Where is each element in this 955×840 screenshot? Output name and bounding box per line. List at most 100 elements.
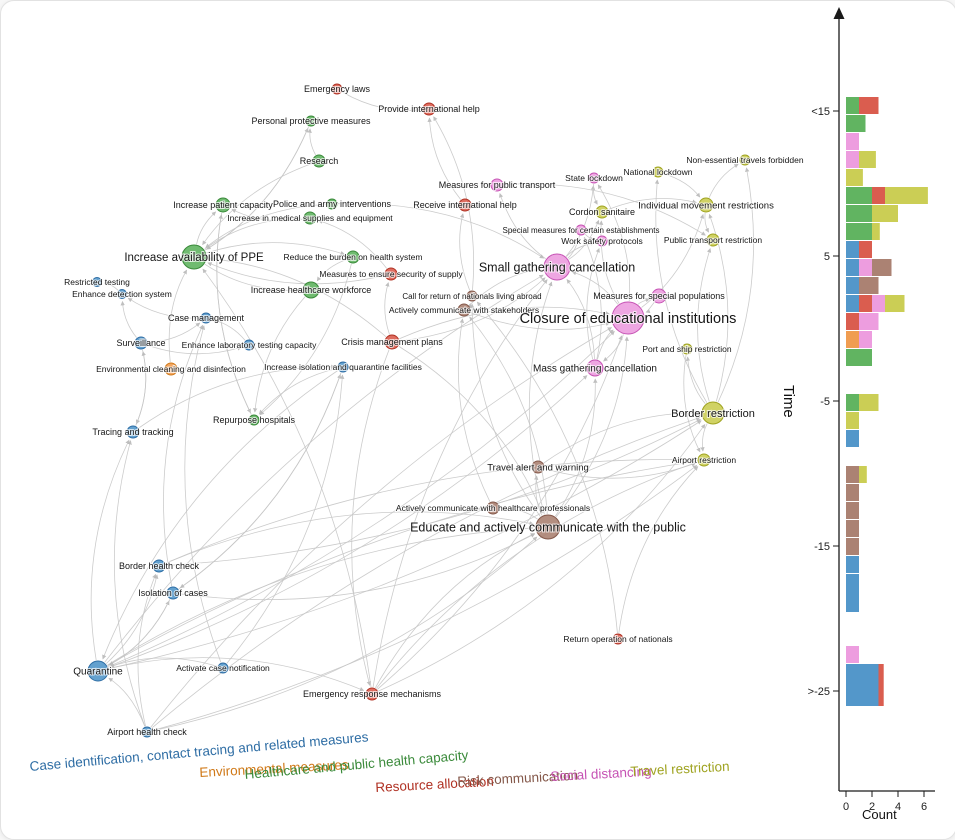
edge xyxy=(204,127,309,251)
node-measures-for-public-transport xyxy=(490,178,504,192)
histogram-bar-segment-risk xyxy=(872,259,892,276)
histogram-bar-segment-social xyxy=(846,133,859,150)
edge xyxy=(470,312,611,330)
edge xyxy=(584,233,595,242)
edge xyxy=(566,241,595,257)
node-label-case-management: Case management xyxy=(168,313,245,323)
edge xyxy=(427,117,461,200)
node-label-border-health-check: Border health check xyxy=(119,561,200,571)
edge xyxy=(179,372,342,589)
edge xyxy=(163,324,204,587)
node-label-small-gathering-cancellation: Small gathering cancellation xyxy=(479,261,635,275)
edge xyxy=(637,298,650,305)
edge xyxy=(151,416,701,729)
node-travel-alert-and-warning xyxy=(531,460,545,474)
edge xyxy=(150,327,613,728)
node-research xyxy=(312,154,326,168)
edge xyxy=(608,198,697,210)
node-label-reduce-the-burden-on-health-system: Reduce the burden on health system xyxy=(284,252,423,262)
node-label-environmental-cleaning-and-disinfection: Environmental cleaning and disinfection xyxy=(96,364,246,374)
edge xyxy=(704,212,709,233)
node-border-health-check xyxy=(152,559,166,573)
edge xyxy=(196,211,217,245)
edge xyxy=(205,203,327,248)
edge xyxy=(717,167,754,403)
node-special-measures-for-certain-establishments xyxy=(575,224,587,236)
node-enhance-laboratory-testing-capacity xyxy=(243,339,255,351)
node-label-research: Research xyxy=(300,156,339,166)
edge xyxy=(351,349,390,686)
edge xyxy=(259,263,352,416)
histogram-bar-segment-risk xyxy=(846,502,859,519)
edge xyxy=(206,242,345,256)
edge xyxy=(341,91,421,113)
histogram-bar-segment-travel xyxy=(859,394,879,411)
node-label-individual-movement-restrictions: Individual movement restrictions xyxy=(638,200,774,211)
edge xyxy=(202,162,313,246)
histogram-bar-segment-case xyxy=(846,277,859,294)
edge xyxy=(697,248,712,402)
node-individual-movement-restrictions xyxy=(698,197,714,213)
node-closure-of-educational-institutions xyxy=(611,301,645,335)
edge xyxy=(207,262,385,285)
node-activate-case-notification xyxy=(217,662,229,674)
edge xyxy=(543,410,700,464)
edge xyxy=(377,335,623,690)
edge xyxy=(592,183,598,205)
count-tick-label: 0 xyxy=(843,801,849,813)
edge xyxy=(147,344,242,355)
histogram-layer xyxy=(846,97,928,706)
edge xyxy=(457,318,491,502)
node-label-airport-restriction: Airport restriction xyxy=(672,455,737,465)
edge xyxy=(137,573,157,727)
histogram-bar-segment-case xyxy=(846,241,859,258)
node-airport-health-check xyxy=(141,726,153,738)
node-emergency-laws xyxy=(331,83,343,95)
node-label-enhance-laboratory-testing-capacity: Enhance laboratory testing capacity xyxy=(182,340,317,350)
histogram-bar-segment-travel xyxy=(885,187,928,204)
edge xyxy=(544,462,697,479)
edge xyxy=(469,316,548,515)
edge xyxy=(469,303,541,517)
node-label-personal-protective-measures: Personal protective measures xyxy=(251,116,371,126)
edge xyxy=(206,126,310,250)
node-receive-international-help xyxy=(458,198,472,212)
histogram-bar-segment-social xyxy=(859,259,872,276)
edge xyxy=(583,236,602,360)
node-label-surveillance: Surveillance xyxy=(116,338,165,348)
histogram-bar-segment-health xyxy=(846,394,859,411)
edge xyxy=(105,574,159,664)
edge xyxy=(107,330,615,668)
node-label-special-measures-for-certain-establishments: Special measures for certain establishme… xyxy=(503,226,660,235)
node-label-actively-communicate-with-stakeholders: Actively communicate with stakeholders xyxy=(389,305,539,315)
edge xyxy=(378,423,706,692)
edge xyxy=(603,334,624,362)
histogram-bar-segment-health xyxy=(846,187,872,204)
node-airport-restriction xyxy=(697,453,711,467)
histogram-bar-segment-travel xyxy=(872,223,880,240)
node-label-non-essential-travels-forbidden: Non-essential travels forbidden xyxy=(686,155,803,165)
edge xyxy=(204,215,302,250)
edge xyxy=(165,511,534,564)
histogram-bar-segment-resource xyxy=(859,295,872,312)
histogram-bar-segment-resource xyxy=(878,664,884,706)
histogram-bar-segment-health xyxy=(846,97,859,114)
edge xyxy=(120,300,137,338)
node-label-emergency-laws: Emergency laws xyxy=(304,84,371,94)
node-layer xyxy=(87,83,751,738)
node-restricted-testing xyxy=(92,277,102,287)
node-provide-international-help xyxy=(422,102,436,116)
histogram-bar-segment-risk xyxy=(846,484,859,501)
edge xyxy=(597,184,631,302)
edge xyxy=(586,247,600,360)
node-increase-patient-capacity xyxy=(215,197,231,213)
edge xyxy=(597,329,614,360)
node-label-measures-to-ensure-security-of-supply: Measures to ensure security of supply xyxy=(319,269,463,279)
edge xyxy=(168,269,187,363)
node-label-receive-international-help: Receive international help xyxy=(413,200,517,210)
edge xyxy=(700,423,708,452)
edge xyxy=(307,128,316,156)
edge xyxy=(372,279,548,688)
